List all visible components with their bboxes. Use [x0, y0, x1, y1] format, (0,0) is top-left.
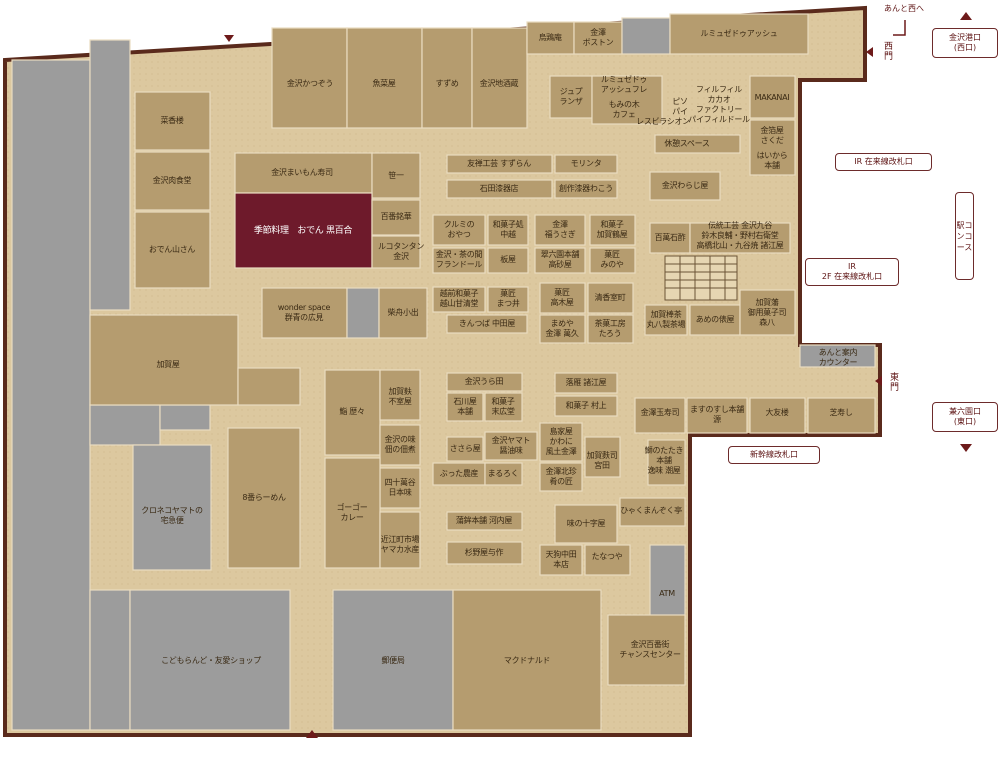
- entrance-arrow-west: [866, 47, 873, 57]
- shop-nikushokudo: [134, 151, 211, 211]
- service-area-left: [11, 59, 91, 731]
- stairs: [664, 255, 738, 301]
- shop-kuroyuri: [234, 192, 373, 269]
- entrance-arrow-bottom: [306, 730, 318, 738]
- entrance-arrow-top: [224, 35, 234, 42]
- ir-gate-1[interactable]: IR 在来線改札口: [835, 153, 932, 171]
- west-route-line: [893, 20, 906, 36]
- shop-kagaya: [89, 314, 239, 406]
- west-gate-label: 西 門: [884, 42, 894, 62]
- ir-gate-2[interactable]: IR 2F 在来線改札口: [805, 258, 899, 286]
- shop-oden-yamasan: [134, 211, 211, 289]
- east-gate-label: 東 門: [890, 373, 900, 393]
- shop-hachiban: [227, 427, 301, 569]
- entrance-arrow-east: [875, 376, 882, 386]
- shop-saikabo: [134, 91, 211, 151]
- shinkansen-gate[interactable]: 新幹線改札口: [728, 446, 820, 464]
- service-area-2: [89, 39, 131, 311]
- anto-west-label[interactable]: あんと西へ: [884, 4, 924, 13]
- kenroku-exit[interactable]: 兼六園口 (東口): [932, 402, 998, 432]
- station-concourse: 駅コンコース: [955, 192, 974, 280]
- kanazawa-port-exit[interactable]: 金沢港口 (西口): [932, 28, 998, 58]
- shop-kuroneko: [132, 444, 212, 571]
